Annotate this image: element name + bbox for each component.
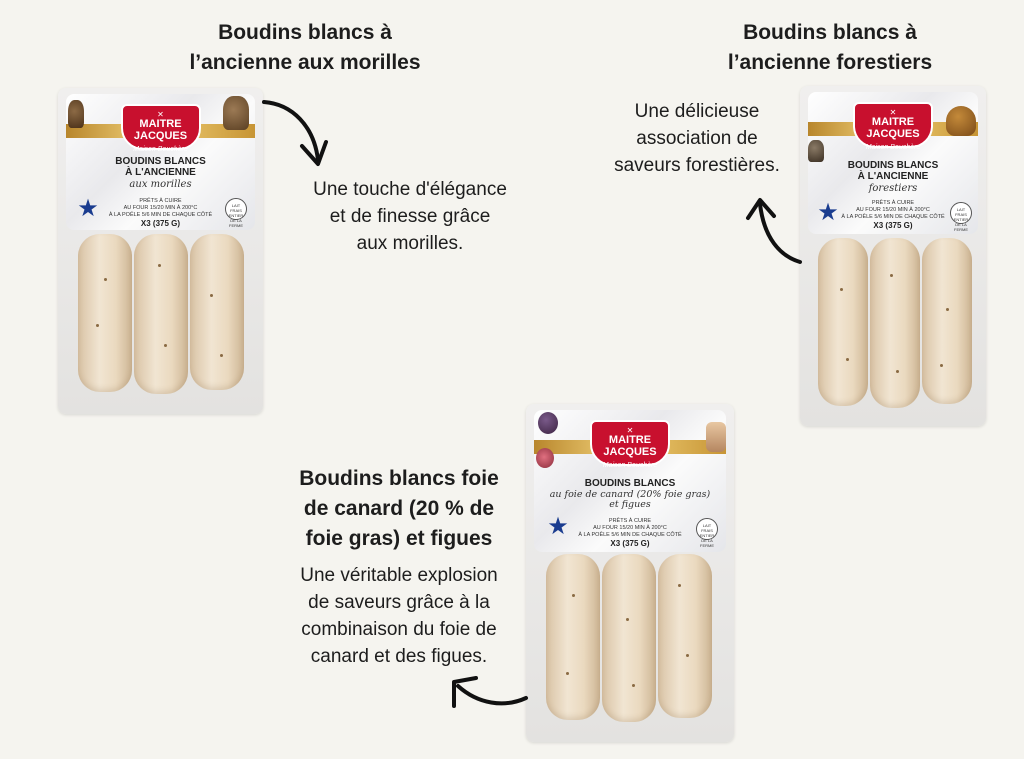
package-quantity: X3 (375 G) xyxy=(610,539,650,548)
package-cook-oven: AU FOUR 15/20 MIN À 200°C xyxy=(856,207,930,213)
brand-logo: ✕ MAITRE JACQUES Maison Bouchère xyxy=(853,102,933,151)
package-variety: forestiers xyxy=(868,183,918,194)
package-product-name: BOUDINS BLANCS À L'ANCIENNE xyxy=(115,156,206,178)
sausage xyxy=(602,554,656,722)
product-3-title: Boudins blancs foie de canard (20 % de f… xyxy=(299,467,499,550)
fig-icon xyxy=(538,412,558,434)
curved-arrow-icon xyxy=(452,676,528,708)
package-cook-pan: À LA POÊLE 5/6 MIN DE CHAQUE CÔTÉ xyxy=(578,532,682,538)
curved-arrow-icon xyxy=(262,100,328,166)
package-variety: au foie de canard (20% foie gras) xyxy=(549,489,711,500)
fig-icon xyxy=(536,448,554,468)
sausage xyxy=(190,234,244,390)
morel-icon xyxy=(223,96,249,130)
france-star-icon: ★ xyxy=(77,195,99,222)
package-product-name: BOUDINS BLANCS À L'ANCIENNE xyxy=(847,160,939,182)
mushroom-icon xyxy=(808,140,824,162)
package-cook-pan: À LA POÊLE 5/6 MIN DE CHAQUE CÔTÉ xyxy=(841,214,945,220)
brand-logo: ✕ MAITRE JACQUES Maison Bouchère xyxy=(120,104,201,153)
sausage xyxy=(546,554,600,720)
product-2-title: Boudins blancs à l’ancienne forestiers xyxy=(727,21,933,74)
package-ready: PRÊTS À CUIRE xyxy=(608,518,652,524)
curved-arrow-icon xyxy=(746,198,802,264)
package-ready: PRÊTS À CUIRE xyxy=(139,198,182,204)
foie-gras-icon xyxy=(706,422,726,452)
sausage xyxy=(922,238,972,404)
product-3-description: Une véritable explosion de saveurs grâce… xyxy=(300,565,498,667)
mushroom-icon xyxy=(946,106,976,136)
package-ready: PRÊTS À CUIRE xyxy=(871,200,915,206)
package-variety-2: et figues xyxy=(609,499,651,510)
package-label: ✕ MAITRE JACQUES Maison Bouchère BOUDINS… xyxy=(66,94,255,230)
package-cook-oven: AU FOUR 15/20 MIN À 200°C xyxy=(593,525,667,531)
sausage xyxy=(818,238,868,406)
knife-fork-icon: ✕ xyxy=(157,110,164,119)
sausage xyxy=(658,554,712,718)
farm-milk-seal: LAIT FRAIS ENTIER DE LA FERME xyxy=(225,198,247,228)
france-star-icon: ★ xyxy=(547,513,569,540)
package-variety: aux morilles xyxy=(129,179,192,190)
product-3-package: ✕ MAITRE JACQUES Maison Bouchère BOUDINS… xyxy=(526,404,734,742)
product-1-description: Une touche d'élégance et de finesse grâc… xyxy=(313,179,507,254)
package-quantity: X3 (375 G) xyxy=(873,221,913,230)
product-1-package: ✕ MAITRE JACQUES Maison Bouchère BOUDINS… xyxy=(58,88,263,414)
package-cook-pan: À LA POÊLE 5/6 MIN DE CHAQUE CÔTÉ xyxy=(108,212,213,218)
farm-milk-seal: LAIT FRAIS ENTIER DE LA FERME xyxy=(696,518,718,548)
morel-icon xyxy=(68,100,84,128)
product-1-title: Boudins blancs à l’ancienne aux morilles xyxy=(189,21,421,74)
product-2-description: Une délicieuse association de saveurs fo… xyxy=(614,101,780,176)
product-2-package: ✕ MAITRE JACQUES Maison Bouchère BOUDINS… xyxy=(800,86,986,426)
package-product-name: BOUDINS BLANCS xyxy=(584,478,676,489)
sausage xyxy=(78,234,132,392)
france-star-icon: ★ xyxy=(817,199,839,226)
knife-fork-icon: ✕ xyxy=(889,108,897,117)
sausage xyxy=(134,234,188,394)
farm-milk-seal: LAIT FRAIS ENTIER DE LA FERME xyxy=(950,202,972,232)
package-quantity: X3 (375 G) xyxy=(140,219,181,228)
brand-logo: ✕ MAITRE JACQUES Maison Bouchère xyxy=(590,420,670,469)
package-cook-oven: AU FOUR 15/20 MIN À 200°C xyxy=(123,205,198,211)
package-label: ✕ MAITRE JACQUES Maison Bouchère BOUDINS… xyxy=(534,410,726,552)
knife-fork-icon: ✕ xyxy=(626,426,634,435)
sausage xyxy=(870,238,920,408)
package-label: ✕ MAITRE JACQUES Maison Bouchère BOUDINS… xyxy=(808,92,978,234)
